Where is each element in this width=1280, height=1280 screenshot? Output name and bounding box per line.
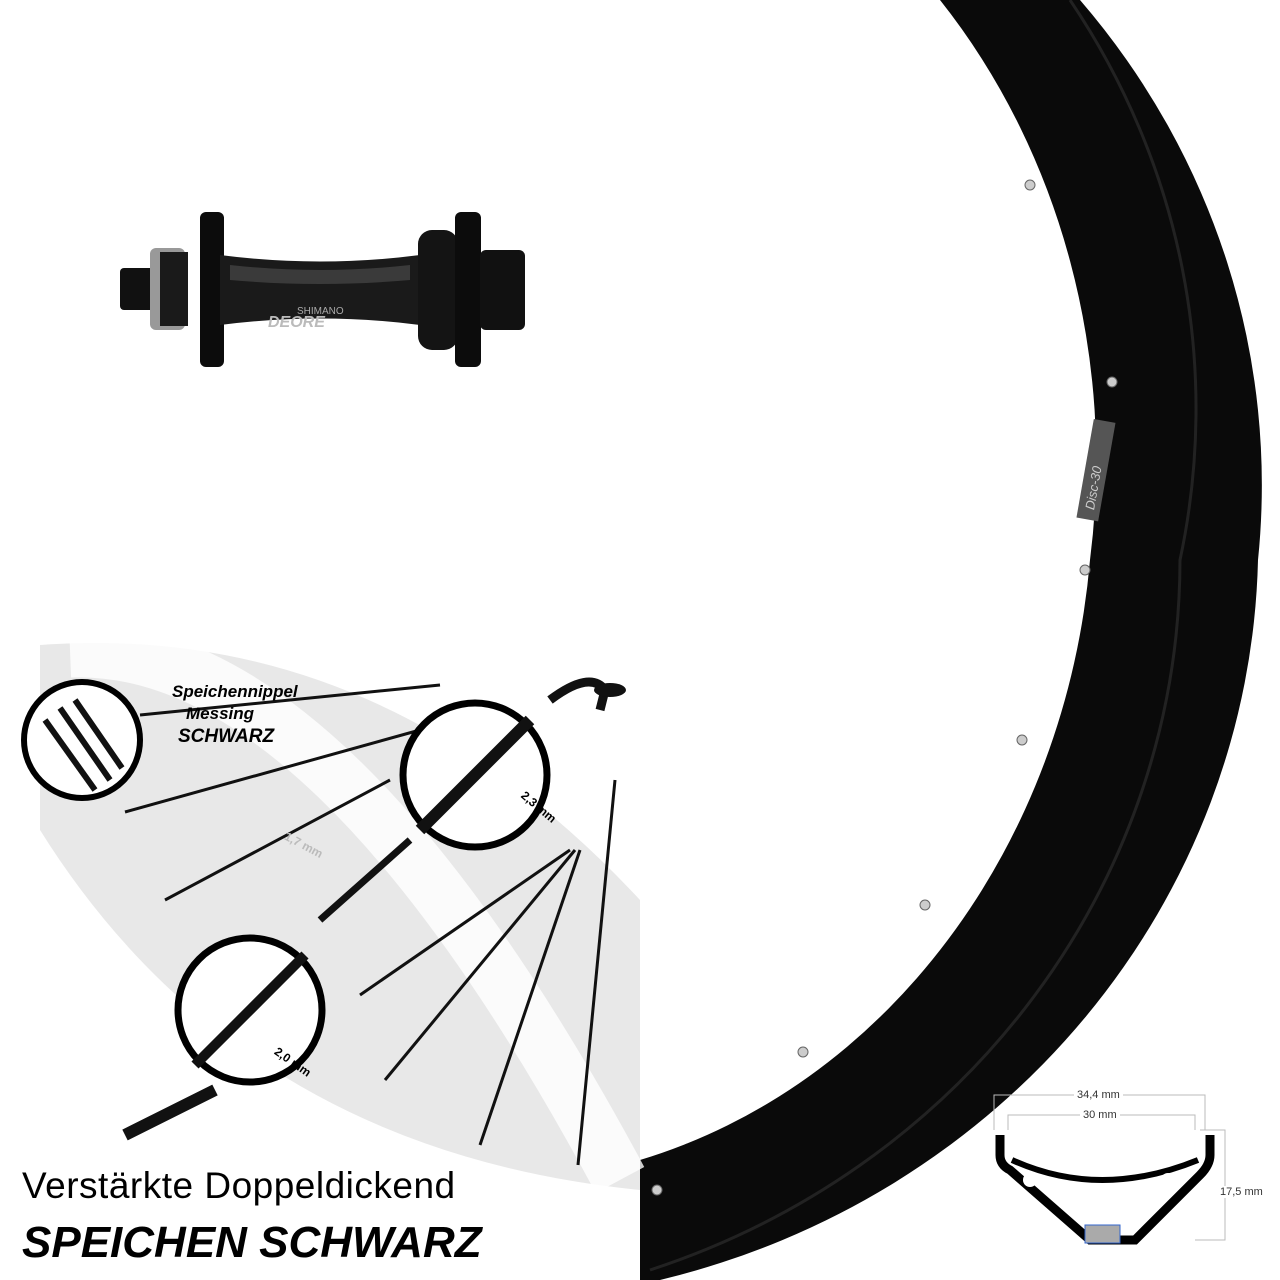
profile-inner-width: 30 mm <box>1080 1109 1120 1121</box>
hub: SHIMANO DEORE <box>120 212 525 367</box>
spoke-holes <box>651 179 1118 1196</box>
profile-outer-width: 34,4 mm <box>1074 1089 1123 1101</box>
profile-height: 17,5 mm <box>1220 1186 1263 1198</box>
nipple-label-1: Speichennippel <box>172 682 298 701</box>
headline-line-1: Verstärkte Doppeldickend <box>22 1165 456 1206</box>
rim <box>640 0 1262 1280</box>
spoke-end-zoom-circle <box>399 699 551 851</box>
nipple-label-3: SCHWARZ <box>178 726 275 747</box>
nipple-zoom-circle <box>21 679 143 801</box>
nipple-label-2: Messing <box>186 704 255 723</box>
rim-label: Disc-30 <box>1076 419 1116 522</box>
hub-brand: SHIMANO <box>297 306 344 317</box>
spoke-head-zoom-circle <box>174 934 326 1086</box>
headline-line-2: SPEICHEN SCHWARZ <box>22 1218 482 1267</box>
hub-model: DEORE <box>268 314 326 331</box>
spokes <box>122 683 617 1166</box>
